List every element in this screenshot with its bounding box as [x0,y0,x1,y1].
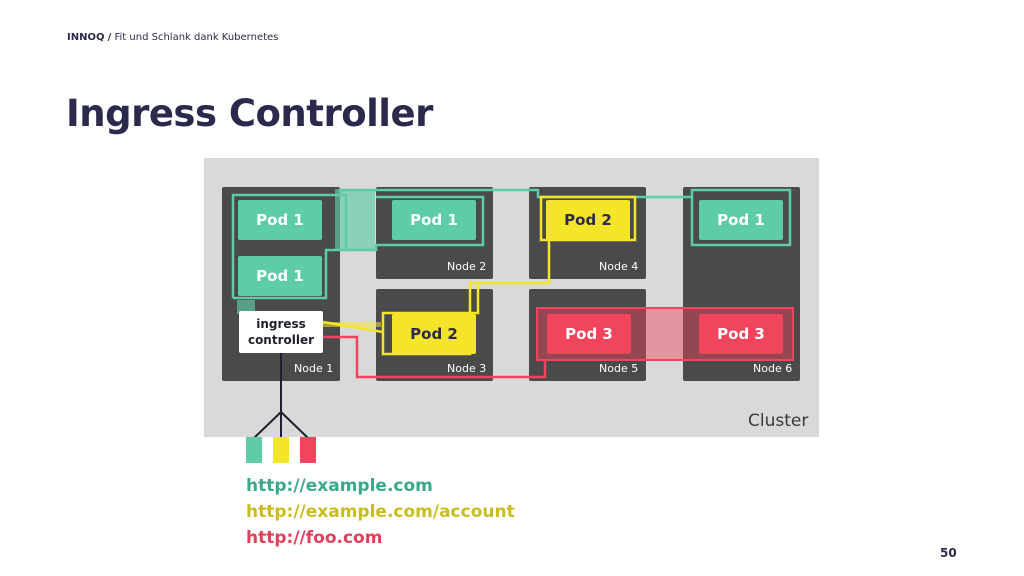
pod-node5: Pod 3 [547,314,631,354]
slide-title: Ingress Controller [66,92,433,135]
node-5-label: Node 5 [599,362,639,375]
url-foo: http://foo.com [246,528,383,548]
page-number: 50 [940,546,957,560]
route-swatch-red [300,437,316,463]
pod-node1-a: Pod 1 [238,200,322,240]
pod-node6-top: Pod 1 [699,200,783,240]
url-example-account: http://example.com/account [246,502,515,522]
route-swatch-green [246,437,262,463]
node-3-label: Node 3 [447,362,487,375]
pod-node4: Pod 2 [546,200,630,240]
pod-node1-b: Pod 1 [238,256,322,296]
pod-node3: Pod 2 [392,314,476,354]
url-example: http://example.com [246,476,433,496]
node-2-label: Node 2 [447,260,487,273]
node-1-label: Node 1 [294,362,334,375]
cluster-label: Cluster [748,411,809,431]
route-swatch-yellow [273,437,289,463]
header-separator: / [107,32,112,43]
brand-logo-text: INNOQ [67,32,105,43]
ingress-controller-box: ingress controller [239,311,323,353]
pod-node6-bottom: Pod 3 [699,314,783,354]
ingress-label-line1: ingress [256,317,306,331]
node-4-label: Node 4 [599,260,639,273]
talk-title: Fit und Schlank dank Kubernetes [114,32,279,43]
ingress-label-line2: controller [247,333,315,347]
header-breadcrumb: INNOQ / Fit und Schlank dank Kubernetes [67,32,278,43]
node-6-label: Node 6 [753,362,793,375]
pod-node2: Pod 1 [392,200,476,240]
